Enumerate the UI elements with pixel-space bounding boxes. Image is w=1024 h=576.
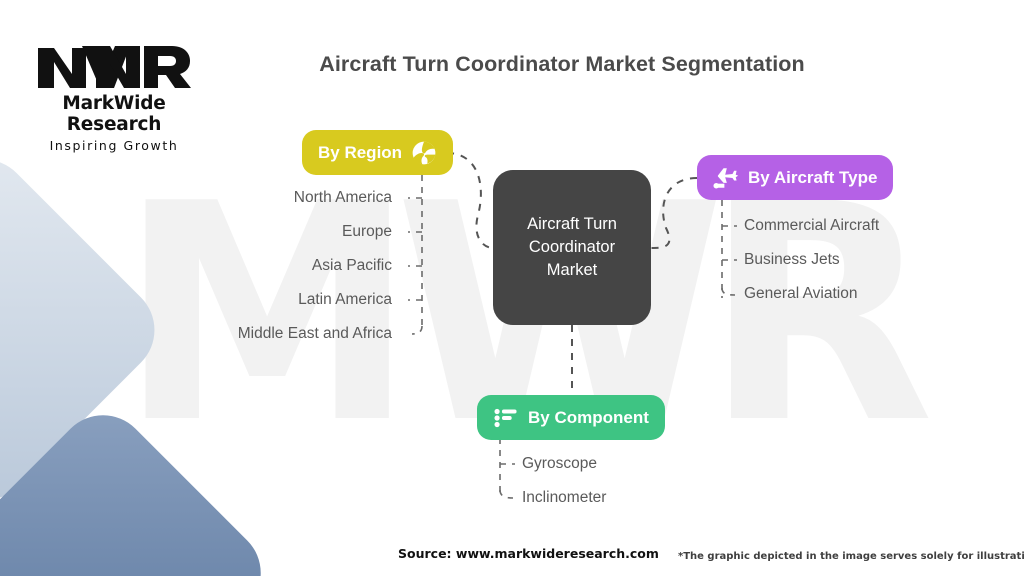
leaf-aircraft-3: General Aviation [744, 285, 858, 302]
logo-brand-name: MarkWide Research [62, 93, 166, 135]
aircraft-icon [713, 167, 739, 188]
connector-aircraft [650, 177, 698, 249]
branch-pill-component[interactable]: By Component [477, 395, 665, 440]
source-text: Source: www.markwideresearch.com [398, 546, 659, 561]
leaf-region-5: Middle East and Africa [237, 325, 392, 342]
brand-logo: MarkWide Research Inspiring Growth [24, 34, 204, 153]
leaf-aircraft-1: Commercial Aircraft [744, 217, 880, 234]
logo-mark-icon [38, 46, 191, 88]
center-node-label: Aircraft Turn Coordinator Market [527, 215, 617, 279]
page-title: Aircraft Turn Coordinator Market Segment… [319, 52, 805, 76]
branch-label-region: By Region [318, 142, 403, 162]
leaf-region-2: Europe [342, 223, 392, 240]
leaf-aircraft-2: Business Jets [744, 251, 840, 268]
aircraft-stub-3 [721, 287, 736, 296]
center-node: Aircraft Turn Coordinator Market [493, 170, 651, 325]
decorative-square-dark [0, 396, 280, 576]
leaf-region-3: Asia Pacific [311, 257, 392, 274]
branch-label-component: By Component [528, 407, 649, 427]
disclaimer-text: *The graphic depicted in the image serve… [678, 551, 1024, 562]
branch-pill-aircraft-type[interactable]: By Aircraft Type [697, 155, 894, 200]
list-icon [494, 408, 517, 427]
branch-label-aircraft-type: By Aircraft Type [748, 167, 878, 187]
leaf-region-4: Latin America [298, 291, 392, 308]
region-stub-5 [411, 325, 423, 335]
branch-pill-region[interactable]: By Region [302, 130, 454, 175]
leaf-component-2: Inclinometer [522, 489, 607, 506]
component-stub-2 [499, 489, 514, 499]
globe-icon [412, 141, 436, 164]
leaf-component-1: Gyroscope [522, 455, 597, 472]
logo-tagline: Inspiring Growth [49, 138, 179, 153]
connector-region [446, 152, 494, 249]
leaf-region-1: North America [293, 189, 392, 206]
